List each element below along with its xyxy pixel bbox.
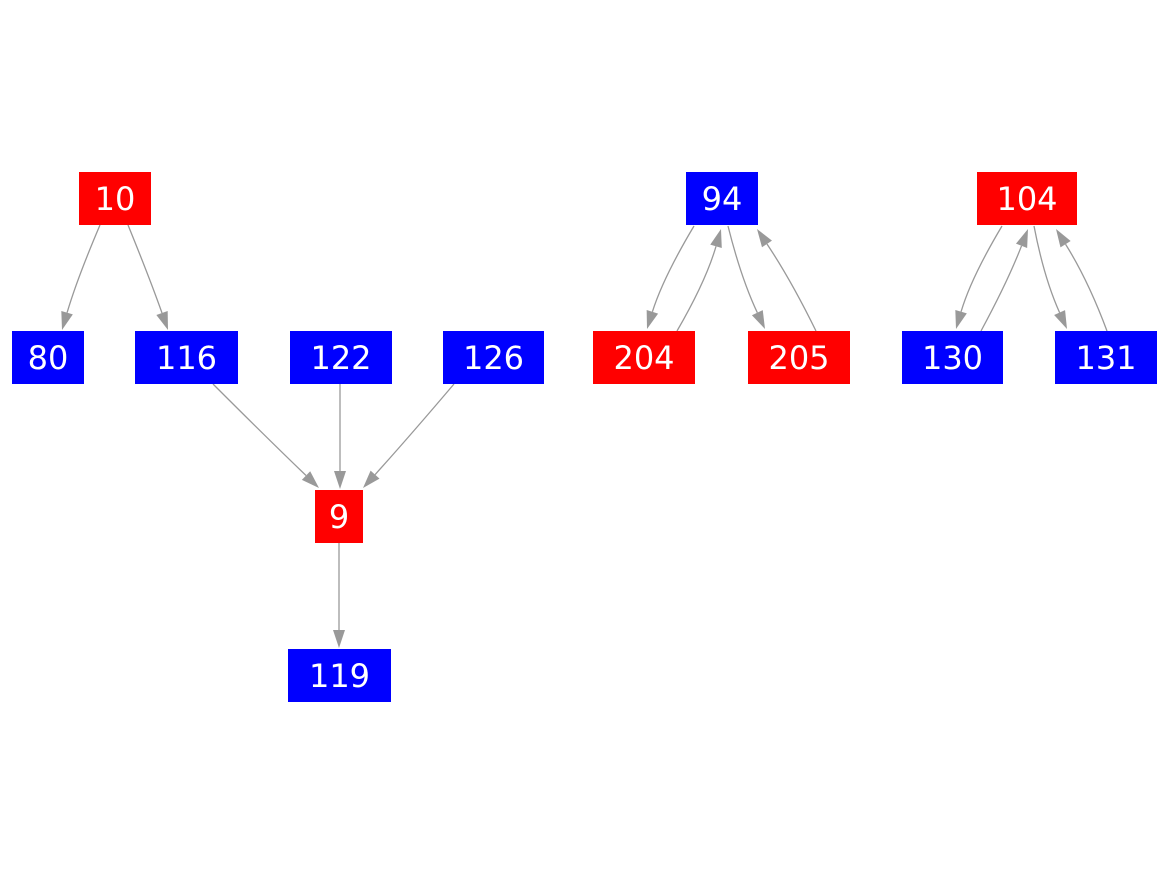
node-label-116: 116 [155,338,218,377]
edge-10-116 [127,224,163,314]
node-label-122: 122 [310,338,372,377]
arrowhead-94-204 [646,310,659,329]
graph-node-9: 9 [315,490,363,543]
graph-node-119: 119 [288,649,391,702]
node-label-126: 126 [462,338,525,377]
edge-116-9 [212,383,307,476]
arrowhead-130-104 [1015,229,1028,248]
node-label-204: 204 [613,338,675,377]
node-label-119: 119 [308,656,371,695]
arrowhead-204-94 [710,229,722,248]
graph-node-126: 126 [443,331,544,384]
graph-node-10: 10 [79,172,151,225]
graph-node-205: 205 [748,331,850,384]
node-label-80: 80 [27,338,69,377]
arrowhead-122-9 [334,471,346,489]
arrowhead-10-80 [61,311,73,330]
arrowhead-9-119 [333,630,345,648]
node-label-131: 131 [1075,338,1137,377]
node-label-104: 104 [996,179,1058,218]
edge-104-131 [1033,225,1061,313]
graph-node-122: 122 [290,331,392,384]
graph-node-80: 80 [12,331,84,384]
arrowhead-104-130 [955,310,967,329]
edge-130-104 [980,245,1023,332]
arrowhead-94-205 [751,310,765,329]
graph-node-104: 104 [977,172,1077,225]
edge-205-94 [766,243,817,332]
graph-node-94: 94 [686,172,758,225]
arrowhead-205-94 [757,229,772,248]
edge-94-205 [727,225,758,313]
arrowhead-131-104 [1056,229,1071,248]
node-label-205: 205 [768,338,830,377]
graph-node-131: 131 [1055,331,1157,384]
node-label-9: 9 [328,497,350,536]
node-label-94: 94 [701,179,743,218]
edge-94-204 [651,225,695,313]
arrowhead-126-9 [363,470,380,488]
edge-126-9 [374,383,455,476]
arrowhead-10-116 [156,311,168,330]
node-label-10: 10 [94,179,136,218]
node-label-130: 130 [921,338,984,377]
edge-10-80 [66,224,101,313]
edge-104-130 [960,225,1003,312]
arrowhead-116-9 [301,471,319,488]
graph-node-130: 130 [902,331,1003,384]
graph-node-204: 204 [593,331,695,384]
graph-node-116: 116 [135,331,238,384]
edge-204-94 [676,246,717,332]
arrowhead-104-131 [1054,310,1067,329]
edge-131-104 [1065,243,1108,332]
